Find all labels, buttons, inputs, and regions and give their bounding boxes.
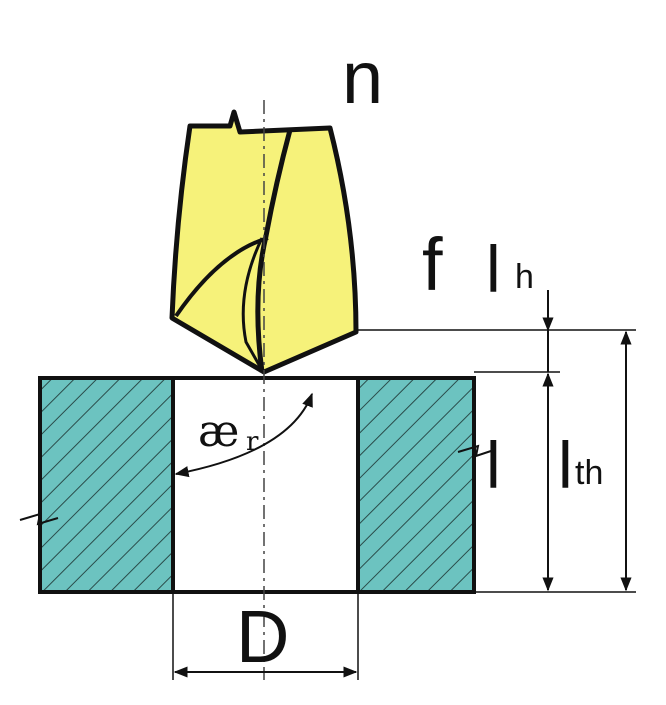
angle-arc xyxy=(174,392,313,478)
break-mark-left xyxy=(19,512,59,526)
drill-flute-main xyxy=(255,129,293,373)
rotation-label: n xyxy=(342,36,383,119)
extension-lines xyxy=(172,329,636,680)
workpiece xyxy=(19,376,495,594)
approach-subscript: h xyxy=(515,258,534,296)
workpiece-left-block xyxy=(38,376,175,594)
drill-web xyxy=(241,237,264,371)
break-mark-right xyxy=(457,444,495,458)
through-subscript: th xyxy=(575,454,603,492)
angle-subscript: r xyxy=(246,427,259,457)
depth-label: l xyxy=(486,428,501,502)
diameter-label: D xyxy=(236,595,289,678)
feed-label: f xyxy=(422,223,443,306)
drill-cutting-lip xyxy=(174,236,269,318)
through-label: l xyxy=(558,428,573,502)
angle-indicator xyxy=(174,392,313,478)
workpiece-right-block xyxy=(356,376,476,594)
dimension-lines xyxy=(173,290,632,678)
angle-label: æ xyxy=(198,406,239,457)
approach-label: l xyxy=(486,232,501,306)
